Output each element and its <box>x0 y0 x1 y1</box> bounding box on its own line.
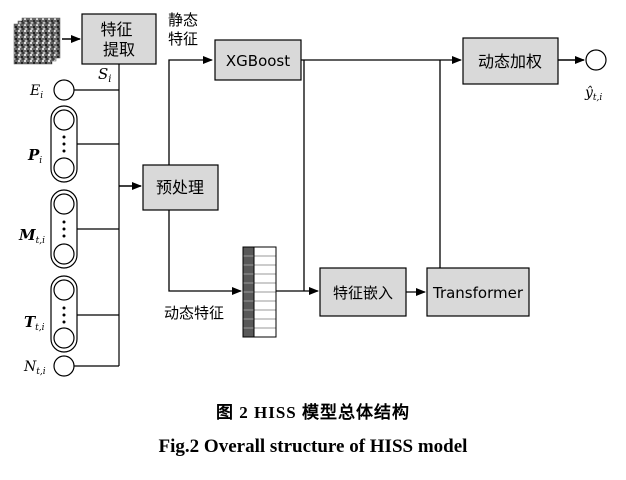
t-ti-top-node <box>53 279 75 301</box>
m-ti-bottom-node <box>53 243 75 265</box>
t-subscript: t,i <box>35 323 44 333</box>
dynamic-weighting-box <box>462 37 559 85</box>
m-symbol: M <box>18 226 36 244</box>
e-subscript: i <box>40 91 43 101</box>
vertical-dots-icon <box>62 135 66 153</box>
preprocess-label: 预处理 <box>156 178 204 197</box>
input-bus <box>74 64 120 367</box>
m-ti-top-node <box>53 193 75 215</box>
t-symbol: T <box>24 313 37 331</box>
t-ti-label: Tt,i <box>24 313 45 333</box>
n-symbol: N <box>23 359 37 375</box>
static-feature-line2: 特征 <box>168 30 198 48</box>
vertical-dots-icon <box>62 220 66 238</box>
hiss-architecture-diagram: 特征 提取 Si Ei Pi Mt,i Tt,i Nt,i <box>13 11 607 377</box>
vertical-dots-icon <box>62 306 66 324</box>
static-feature-label: 静态 特征 <box>168 11 203 48</box>
n-subscript: t,i <box>36 367 45 377</box>
static-feature-line1: 静态 <box>168 11 198 29</box>
p-subscript: i <box>39 156 42 166</box>
dynamic-branch-line <box>168 210 242 295</box>
e-symbol: E <box>29 83 40 99</box>
figure-caption-en: Fig.2 Overall structure of HISS model <box>158 436 468 457</box>
static-branch-line <box>168 56 213 165</box>
n-ti-node <box>53 355 75 377</box>
transformer-box <box>426 267 530 317</box>
xgboost-label: XGBoost <box>226 52 290 70</box>
feature-extraction-line2: 提取 <box>103 40 135 59</box>
dynamic-feature-label: 动态特征 <box>164 304 224 322</box>
p-i-label: Pi <box>27 146 42 166</box>
dynamic-feature-matrix <box>242 246 277 338</box>
m-subscript: t,i <box>36 236 45 246</box>
output-node <box>585 49 607 71</box>
satellite-image-stack-icon <box>13 17 61 65</box>
m-ti-label: Mt,i <box>18 226 45 246</box>
s-subscript: i <box>108 74 111 85</box>
feature-extraction-label: 特征 提取 <box>100 20 137 59</box>
e-i-label: Ei <box>29 83 43 101</box>
t-ti-bottom-node <box>53 327 75 349</box>
output-label: ŷt,i <box>584 84 602 103</box>
e-i-node <box>53 79 75 101</box>
n-ti-label: Nt,i <box>23 359 46 377</box>
feature-extraction-line1: 特征 <box>100 20 132 39</box>
preprocess-box <box>142 164 219 211</box>
dynamic-weighting-label: 动态加权 <box>478 52 542 71</box>
feature-embedding-label: 特征嵌入 <box>333 284 393 302</box>
p-symbol: P <box>27 146 40 164</box>
figure-caption-cn: 图 2 HISS 模型总体结构 <box>216 403 410 422</box>
p-i-bottom-node <box>53 157 75 179</box>
s-symbol: S <box>98 65 108 83</box>
yhat-subscript: t,i <box>593 93 602 103</box>
s-i-label: Si <box>98 65 111 85</box>
p-i-top-node <box>53 109 75 131</box>
yhat-symbol: ŷ <box>584 84 594 101</box>
transformer-label: Transformer <box>432 284 524 302</box>
